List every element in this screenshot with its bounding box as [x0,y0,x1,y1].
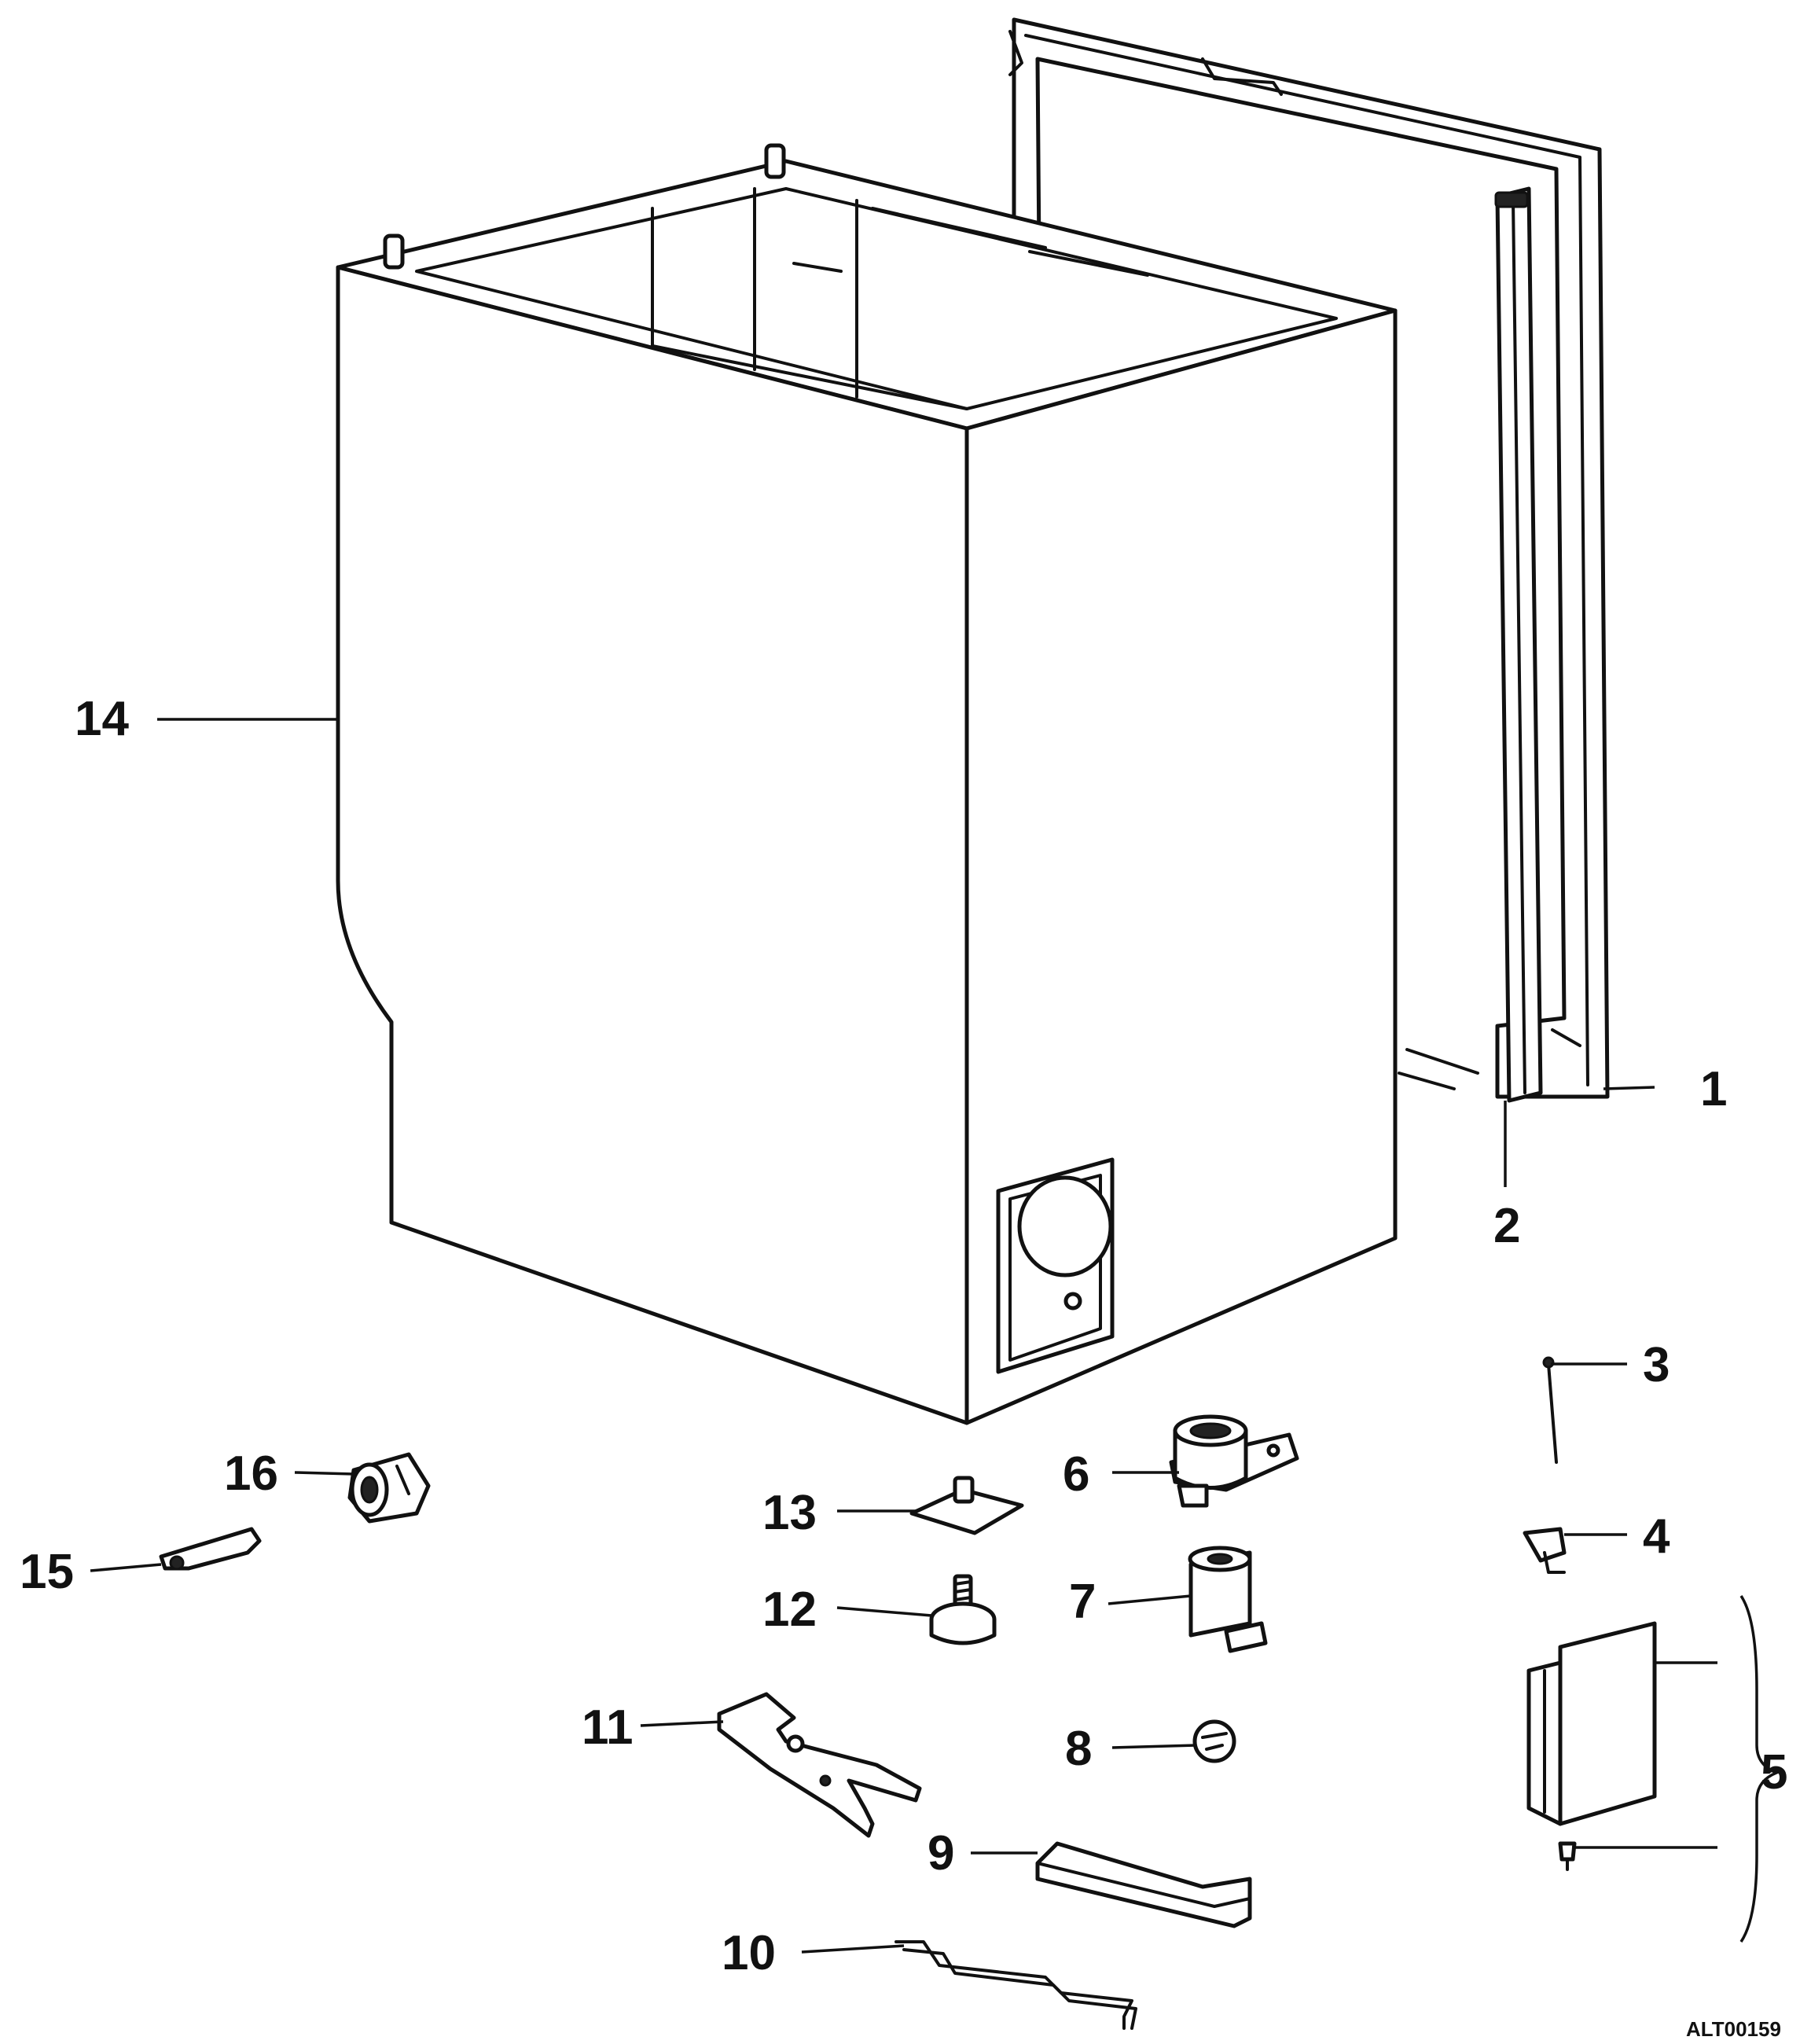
part-spring-clip [1523,1527,1567,1574]
callout-12: 12 [762,1583,817,1637]
part-bracket-plate [1526,1621,1657,1826]
callout-1: 1 [1700,1062,1727,1116]
part-small-knob [1192,1719,1236,1763]
part-bracket-screw [1558,1841,1577,1871]
callout-2: 2 [1493,1199,1520,1253]
callout-3: 3 [1643,1338,1670,1392]
callout-10: 10 [722,1926,776,1980]
part-angled-block [1035,1841,1252,1928]
part-wire-rod [894,1940,1137,2030]
part-seal-strip [1494,186,1543,1103]
callout-8: 8 [1065,1722,1092,1776]
callout-15: 15 [20,1545,74,1599]
part-pin [1542,1356,1558,1464]
part-cabinet-body [336,143,1479,1425]
leader-lines [90,718,1780,1954]
part-flat-tab [159,1527,262,1571]
callout-16: 16 [224,1447,278,1501]
callout-13: 13 [762,1486,817,1540]
diagram-code: ALT00159 [1686,2017,1781,2041]
callout-11: 11 [582,1700,634,1755]
callout-5: 5 [1761,1745,1787,1800]
callout-7: 7 [1069,1575,1096,1629]
callouts: 14 1 2 3 4 5 6 7 8 9 10 11 12 13 15 16 [20,692,1787,1980]
part-bushing [347,1452,431,1524]
part-diamond-plate [909,1476,1024,1535]
part-flat-lever [717,1692,922,1838]
callout-6: 6 [1063,1447,1089,1502]
part-foot-housing [1169,1414,1299,1508]
part-leveling-foot [929,1574,997,1645]
callout-9: 9 [928,1826,954,1880]
callout-4: 4 [1643,1509,1670,1564]
part-foot-insert [1188,1546,1268,1653]
callout-14: 14 [75,692,129,746]
